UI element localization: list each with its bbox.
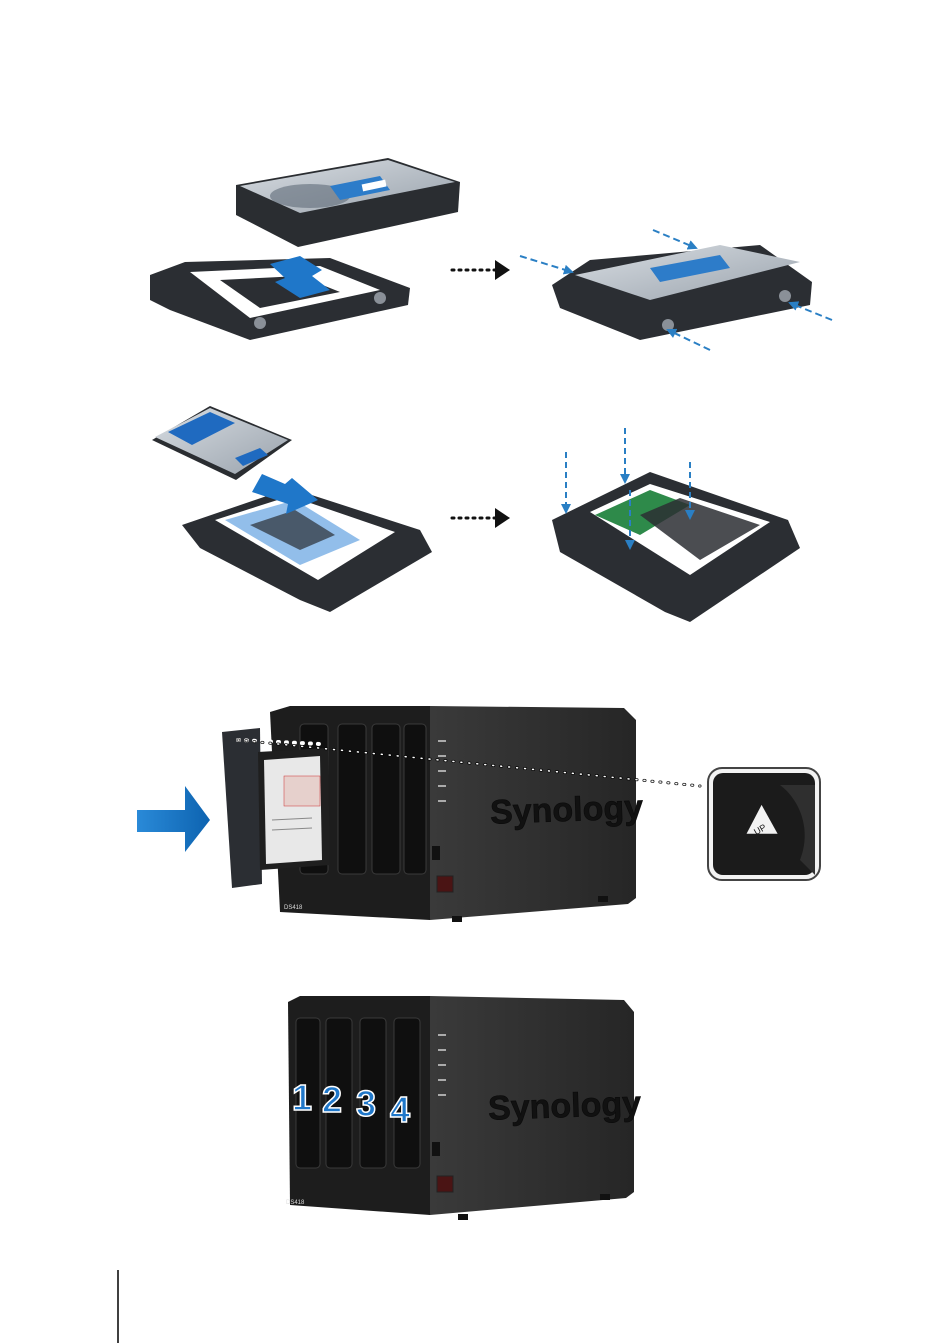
bay-number-3: 3 [356,1083,376,1124]
step2-dotted-arrow [452,508,510,528]
step1-drive-35 [236,158,460,247]
step3-model-label: DS418 [284,905,303,911]
step2-tray [182,488,432,612]
bay-number-4: 4 [390,1089,410,1130]
step4-logo: Synology [487,1084,641,1127]
step1-result-drive-in-tray [552,245,812,340]
bay-number-1: 1 [292,1077,312,1118]
step3-tray-with-drive [222,728,330,888]
step4-model-label: DS418 [286,1200,305,1206]
step3-logo: Synology [489,788,643,831]
step2-drive-25 [152,406,292,480]
step2-result-drive-in-tray [552,472,800,622]
step3-insert-arrow [137,786,210,852]
step1-dotted-arrow [452,260,510,280]
bay-number-2: 2 [322,1079,342,1120]
